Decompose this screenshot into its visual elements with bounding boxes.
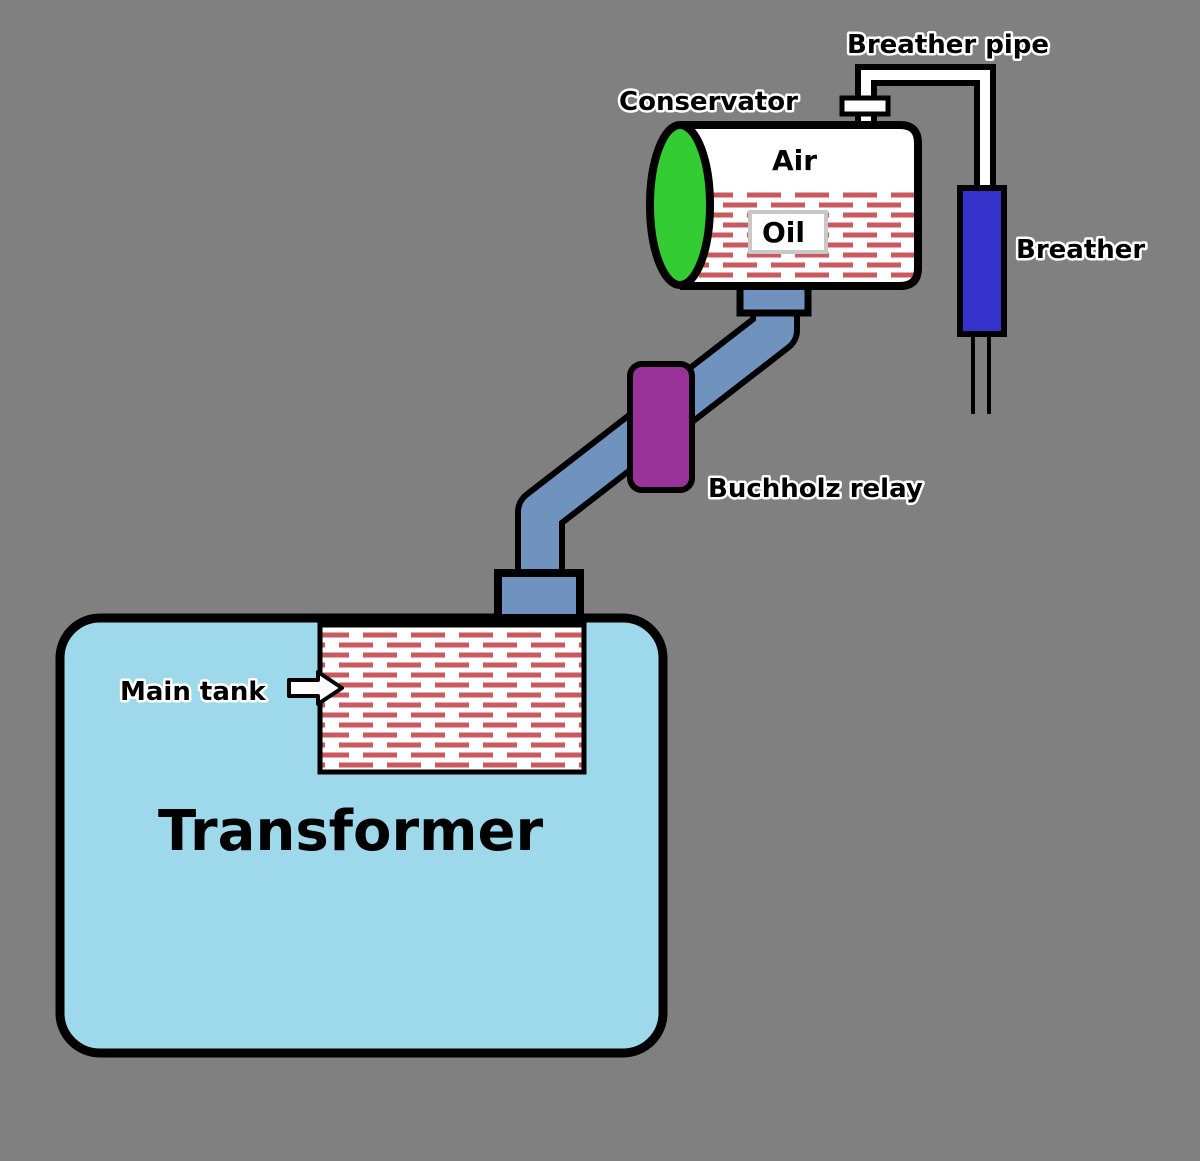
main-tank-label: Main tank [120,677,266,707]
conservator-label: Conservator [619,87,798,117]
conservator [646,121,922,290]
buchholz-relay-label: Buchholz relay [708,474,923,504]
breather [957,185,1007,337]
oil-label-box [748,210,828,254]
buchholz-relay [627,361,695,493]
arrow-right-icon [287,670,344,706]
main-tank-oil [317,622,587,775]
air-label: Air [772,144,817,177]
transformer-title: Transformer [158,799,543,864]
conservator-end-cap [646,121,714,289]
breather-pipe-label: Breather pipe [847,30,1049,60]
main-tank-flange [494,569,584,622]
oil-label: Oil [762,216,805,249]
conservator-outline [680,121,922,290]
pipe-fitting [839,95,891,117]
breather-label: Breather [1016,235,1145,265]
